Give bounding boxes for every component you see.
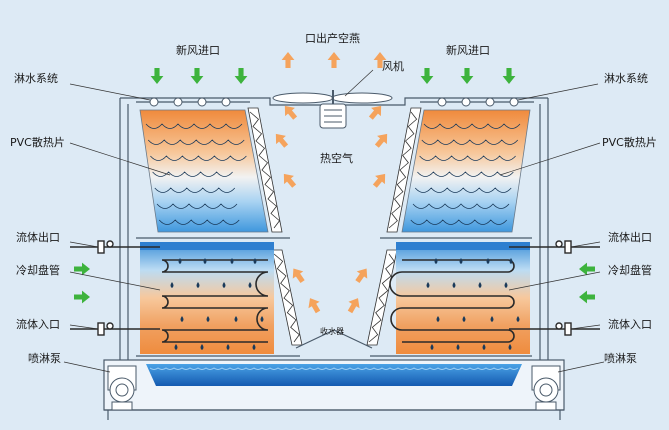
- water-drop: [426, 282, 430, 288]
- spray-pump-left: [107, 365, 137, 411]
- spray-system-label-left: 淋水系统: [14, 72, 58, 85]
- water-drop: [206, 316, 210, 322]
- fluid-inlet-label-right: 流体入口: [608, 317, 652, 331]
- water-drop: [222, 282, 226, 288]
- water-drop: [452, 282, 456, 288]
- fresh-air-arrow: [502, 68, 516, 84]
- hot-air-arrow: [374, 133, 388, 148]
- fluid-inlet-label-left: 流体入口: [16, 317, 60, 331]
- water-drop: [234, 316, 238, 322]
- hot-air-arrow: [368, 105, 382, 120]
- spray-system-left: [136, 97, 250, 107]
- water-drop: [490, 316, 494, 322]
- water-collector: [295, 329, 373, 349]
- pvc-fill-left: [139, 109, 269, 233]
- fluid-outlet-label-left: 流体出口: [16, 230, 60, 244]
- water-drop: [226, 344, 230, 350]
- water-drop: [248, 282, 252, 288]
- fan-icon: [272, 90, 393, 129]
- water-drop: [200, 344, 204, 350]
- hot-air-arrows: [275, 52, 388, 314]
- pvc-fill-label-left: PVC散热片: [10, 135, 65, 149]
- water-drop: [196, 282, 200, 288]
- water-drop: [434, 258, 438, 264]
- water-drop: [486, 258, 490, 264]
- air-outlet-label: 口出产空燕: [305, 31, 360, 45]
- hot-air-arrow: [372, 173, 386, 188]
- fluid-pipes: [70, 240, 600, 336]
- water-drop: [462, 316, 466, 322]
- cooling-coil-label-left: 冷却盘管: [16, 263, 60, 277]
- cooling-coil-label-right: 冷却盘管: [608, 263, 652, 277]
- hot-air-arrow: [347, 298, 360, 314]
- leader-lines: [63, 69, 605, 373]
- water-drop: [516, 316, 520, 322]
- pvc-fill-right: [401, 109, 531, 233]
- hot-air-arrow: [308, 298, 321, 314]
- water-drop: [174, 344, 178, 350]
- hot-air-arrow: [327, 52, 341, 68]
- water-drop: [436, 316, 440, 322]
- spray-system-label-right: 淋水系统: [604, 72, 648, 85]
- drift-eliminator-right: [366, 107, 422, 346]
- spray-pump-label-right: 喷淋泵: [604, 352, 637, 365]
- water-drop: [260, 316, 264, 322]
- water-drop: [170, 282, 174, 288]
- hot-air-arrow: [283, 173, 297, 188]
- hot-air-arrow: [284, 105, 298, 120]
- coil-section-right: [389, 242, 530, 354]
- spray-pump-label-left: 喷淋泵: [28, 352, 61, 365]
- water-drop: [478, 282, 482, 288]
- water-drop: [178, 258, 182, 264]
- hot-air-arrow: [292, 268, 305, 284]
- collector-label: 收水器: [320, 326, 344, 336]
- water-drop: [456, 344, 460, 350]
- fan-label: 风机: [382, 59, 404, 73]
- water-drop: [203, 258, 207, 264]
- fresh-air-inlet-label-right: 新风进口: [446, 43, 490, 57]
- water-drop: [508, 344, 512, 350]
- hot-air-arrow: [281, 52, 295, 68]
- coil-section-left: [140, 242, 274, 354]
- hot-air-arrow: [275, 133, 289, 148]
- water-drops: [170, 258, 520, 350]
- water-drop: [482, 344, 486, 350]
- fresh-air-inlet-label-left: 新风进口: [176, 43, 220, 57]
- fresh-air-arrow: [234, 68, 248, 84]
- water-drop: [509, 258, 513, 264]
- spray-system-right: [420, 97, 534, 107]
- fresh-air-arrow: [150, 68, 164, 84]
- fresh-air-arrow: [420, 68, 434, 84]
- water-drop: [180, 316, 184, 322]
- pvc-fill-label-right: PVC散热片: [602, 135, 657, 149]
- fresh-air-arrow: [460, 68, 474, 84]
- water-drop: [230, 258, 234, 264]
- water-drop: [504, 282, 508, 288]
- fresh-air-arrow: [74, 290, 90, 304]
- fluid-outlet-label-right: 流体出口: [608, 230, 652, 244]
- water-drop: [459, 258, 463, 264]
- water-drop: [253, 258, 257, 264]
- hot-air-label: 热空气: [320, 151, 353, 165]
- hot-air-arrow: [355, 268, 368, 284]
- water-drop: [430, 344, 434, 350]
- water-basin: [146, 364, 522, 386]
- water-drop: [252, 344, 256, 350]
- fresh-air-arrow: [579, 290, 595, 304]
- spray-pump-right: [531, 365, 561, 411]
- fresh-air-arrow: [190, 68, 204, 84]
